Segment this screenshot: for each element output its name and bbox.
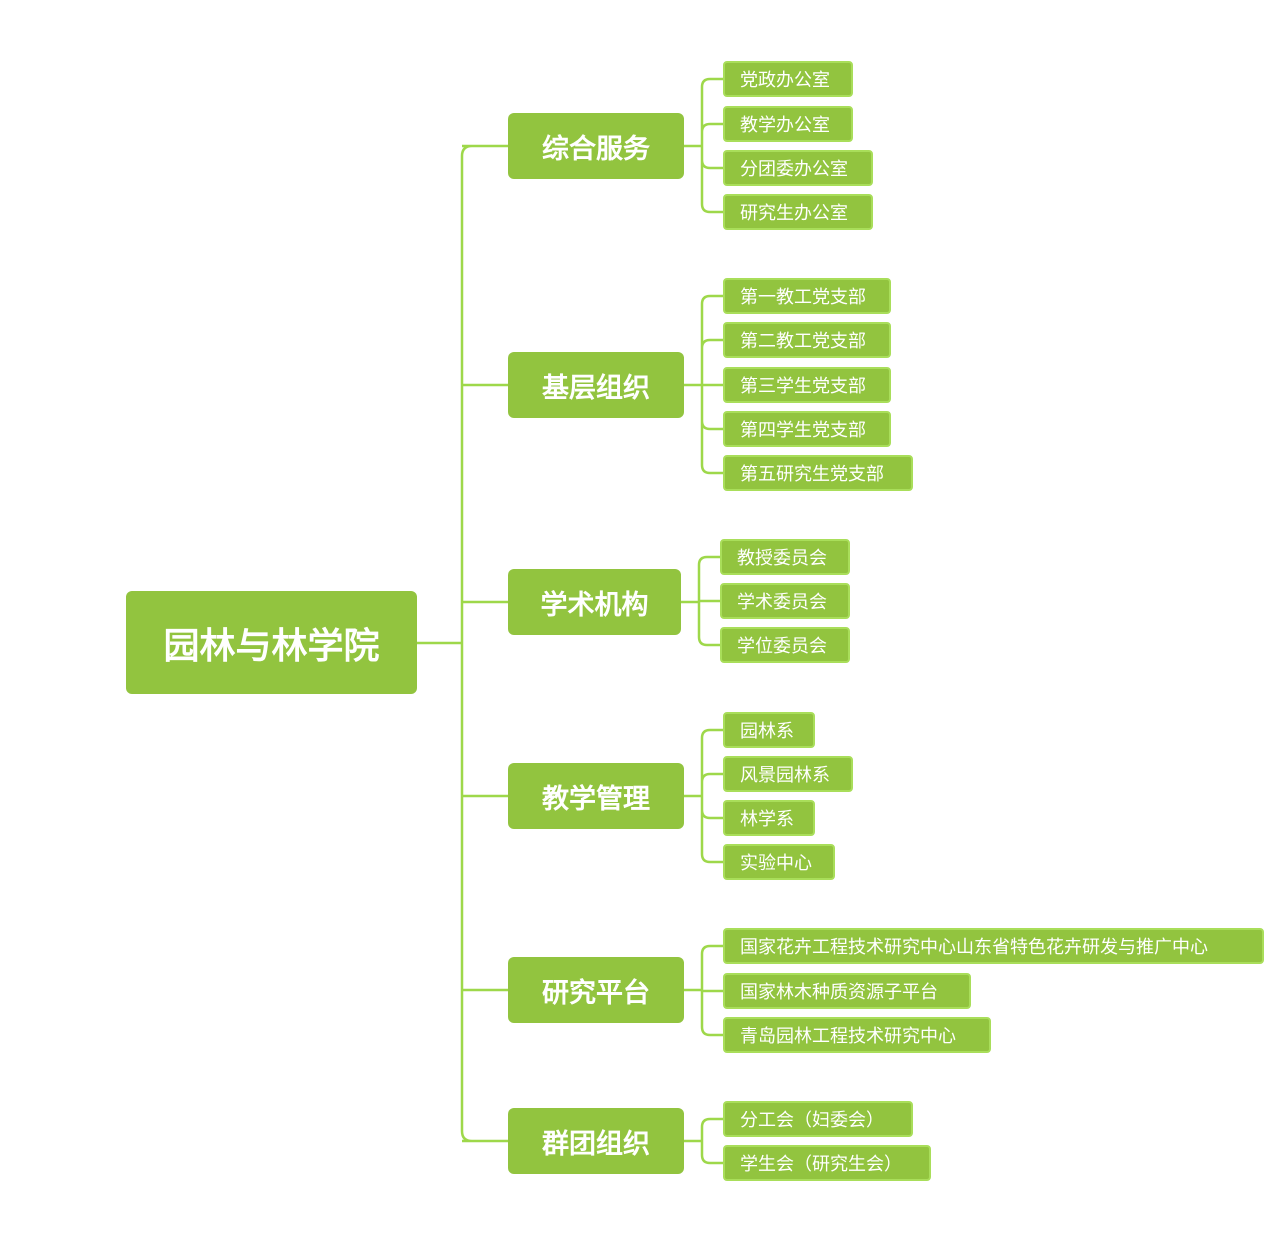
group-node[interactable]: 研究平台 — [508, 957, 684, 1023]
leaf-node[interactable]: 学术委员会 — [720, 583, 850, 619]
group-node[interactable]: 学术机构 — [508, 569, 681, 635]
connector-path — [417, 77, 723, 1165]
leaf-node[interactable]: 第三学生党支部 — [723, 367, 891, 403]
leaf-node[interactable]: 教学办公室 — [723, 106, 853, 142]
leaf-node[interactable]: 风景园林系 — [723, 756, 853, 792]
leaf-node[interactable]: 实验中心 — [723, 844, 835, 880]
leaf-node[interactable]: 林学系 — [723, 800, 815, 836]
leaf-node[interactable]: 第五研究生党支部 — [723, 455, 913, 491]
leaf-node[interactable]: 学位委员会 — [720, 627, 850, 663]
leaf-node[interactable]: 党政办公室 — [723, 61, 853, 97]
group-node[interactable]: 教学管理 — [508, 763, 684, 829]
leaf-node[interactable]: 园林系 — [723, 712, 815, 748]
leaf-node[interactable]: 国家林木种质资源子平台 — [723, 973, 971, 1009]
leaf-node[interactable]: 第一教工党支部 — [723, 278, 891, 314]
group-node[interactable]: 群团组织 — [508, 1108, 684, 1174]
leaf-node[interactable]: 青岛园林工程技术研究中心 — [723, 1017, 991, 1053]
leaf-node[interactable]: 第二教工党支部 — [723, 322, 891, 358]
group-node[interactable]: 综合服务 — [508, 113, 684, 179]
leaf-node[interactable]: 研究生办公室 — [723, 194, 873, 230]
group-node[interactable]: 基层组织 — [508, 352, 684, 418]
leaf-node[interactable]: 国家花卉工程技术研究中心山东省特色花卉研发与推广中心 — [723, 928, 1264, 964]
leaf-node[interactable]: 教授委员会 — [720, 539, 850, 575]
leaf-node[interactable]: 分工会（妇委会） — [723, 1101, 913, 1137]
leaf-node[interactable]: 第四学生党支部 — [723, 411, 891, 447]
leaf-node[interactable]: 分团委办公室 — [723, 150, 873, 186]
root-node[interactable]: 园林与林学院 — [126, 591, 417, 694]
leaf-node[interactable]: 学生会（研究生会） — [723, 1145, 931, 1181]
